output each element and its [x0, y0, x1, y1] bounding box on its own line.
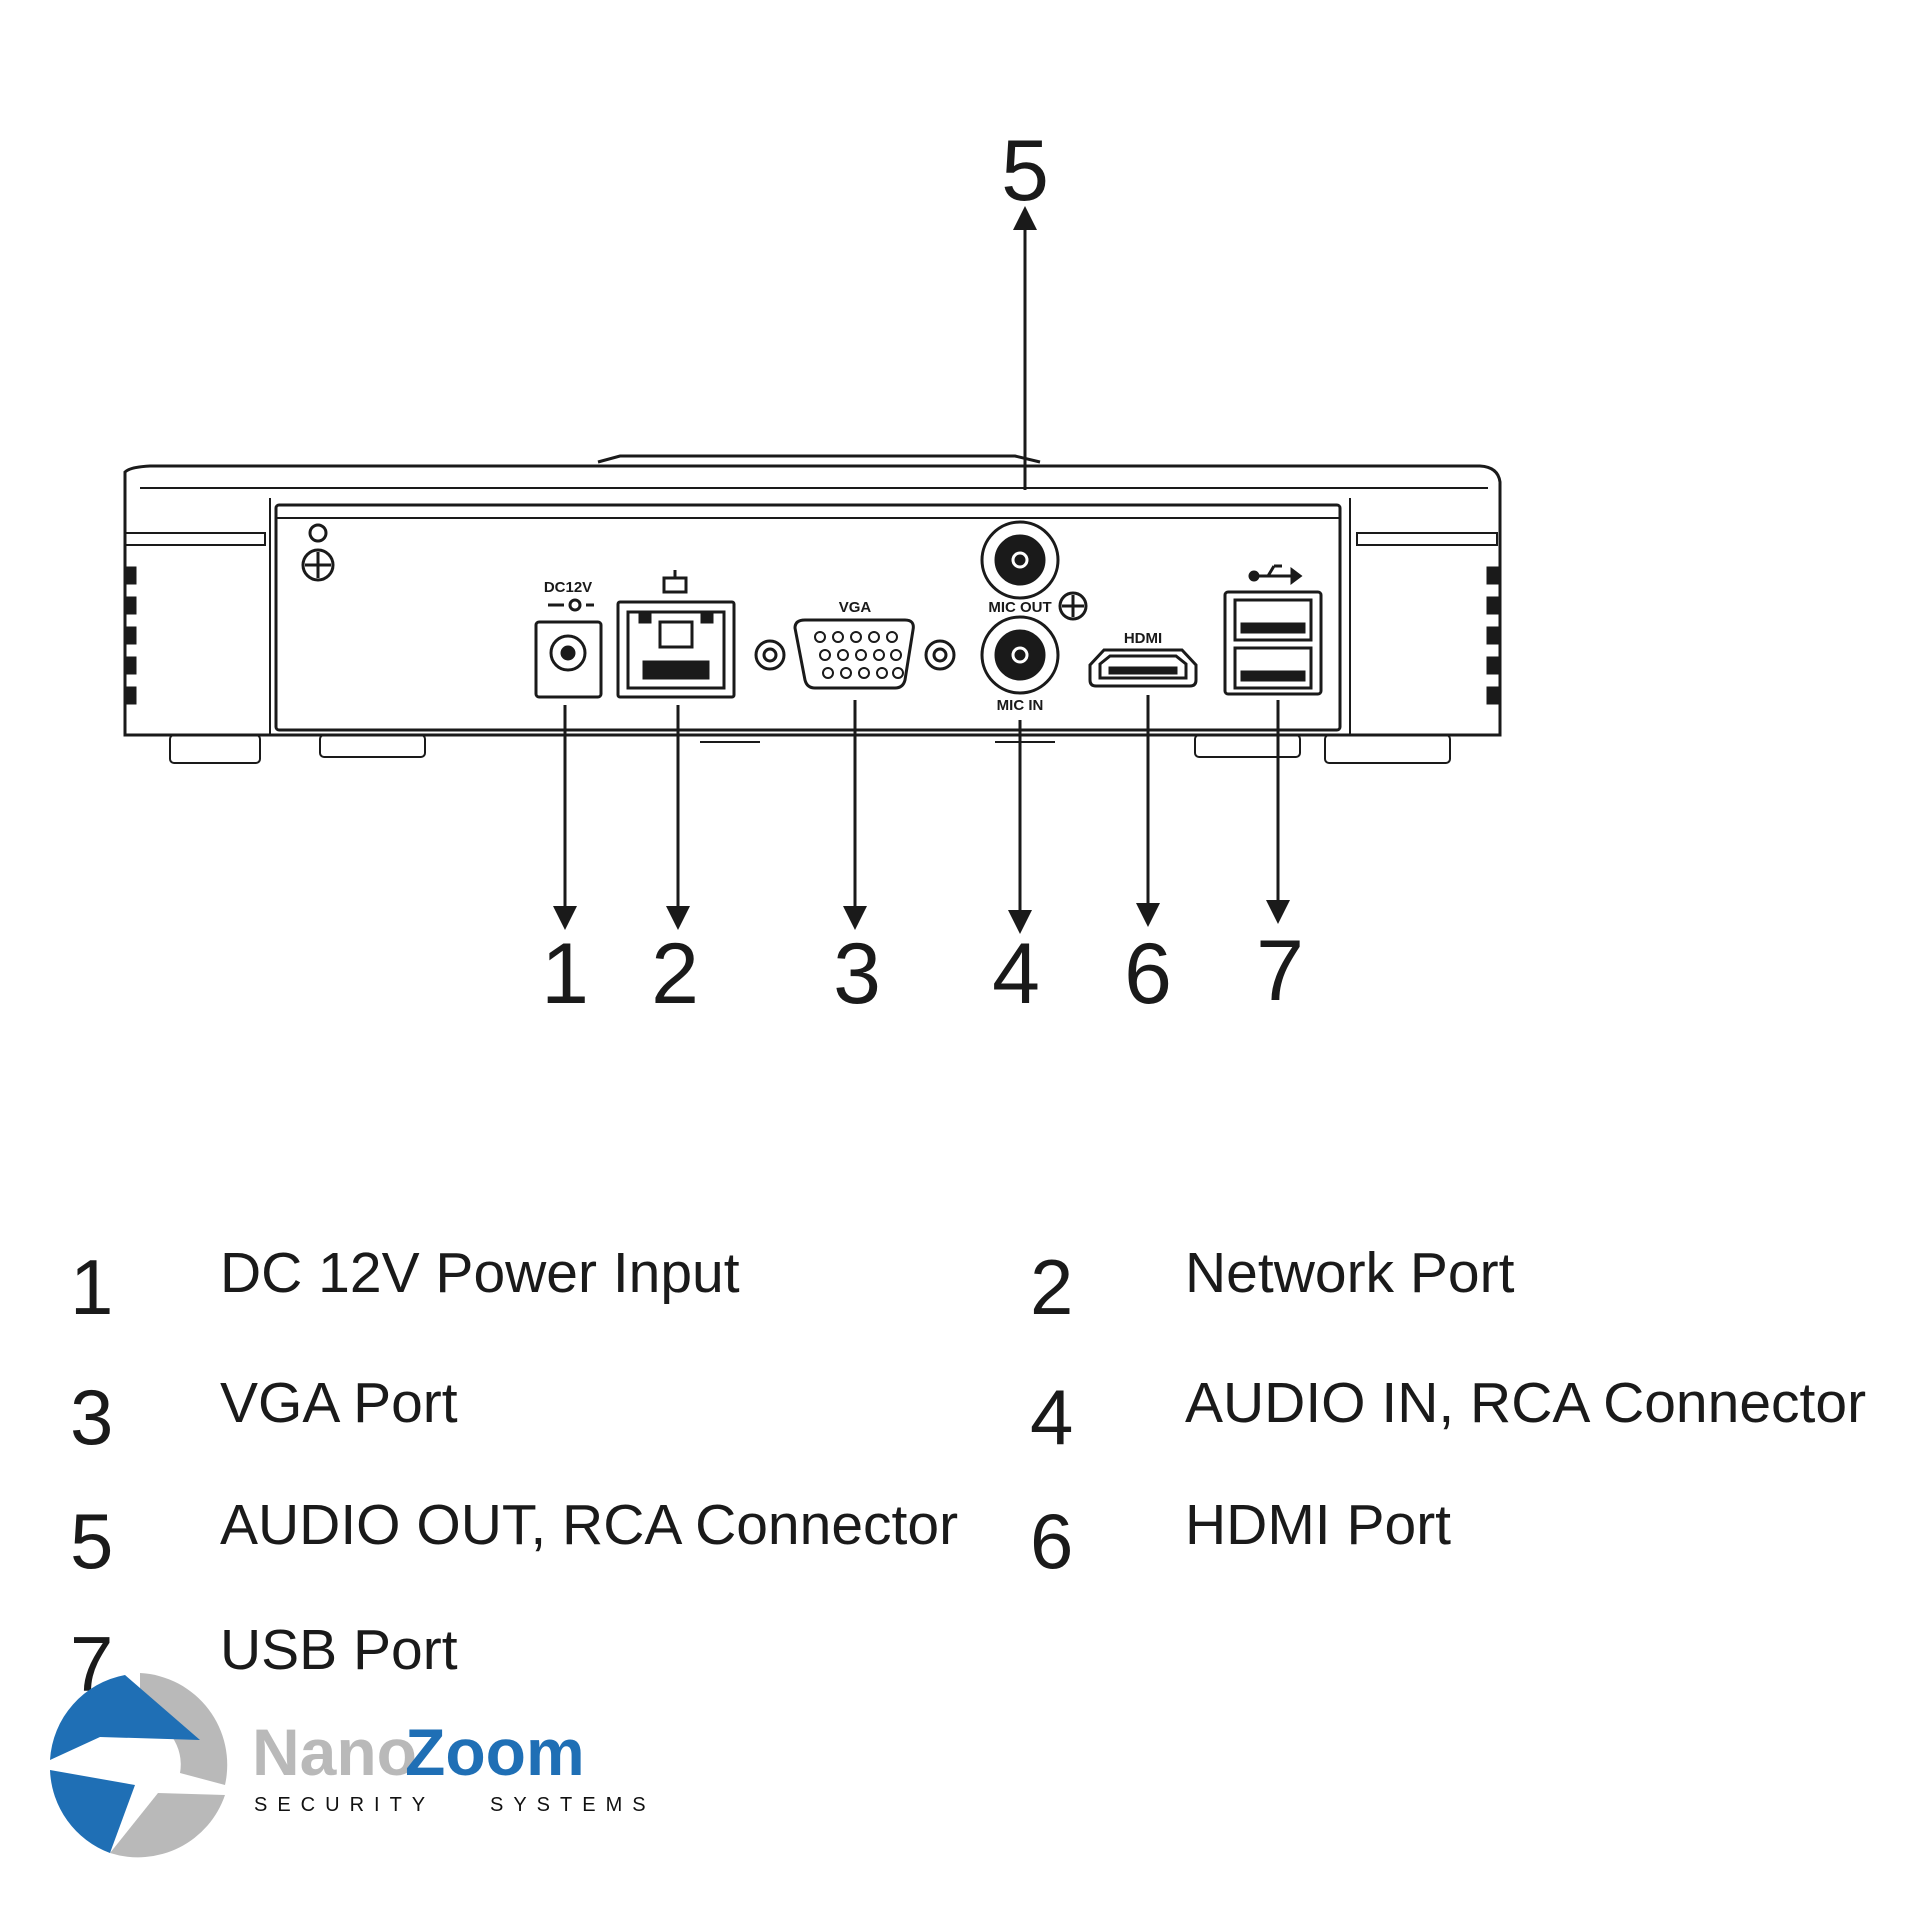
ground-screw-icon — [301, 523, 335, 582]
logo-word-zoom: Zoom — [405, 1715, 585, 1789]
dc-port-label: DC12V — [544, 579, 592, 596]
dc-power-jack — [534, 620, 603, 699]
legend-number: 2 — [1030, 1243, 1074, 1331]
legend-label: USB Port — [220, 1618, 458, 1682]
legend-label: Network Port — [1185, 1241, 1515, 1305]
screw-plus-icon — [1058, 591, 1088, 621]
audio-in-rca-connector — [980, 615, 1060, 695]
legend-label: DC 12V Power Input — [220, 1241, 740, 1305]
callout-7: 7 — [1256, 923, 1304, 1019]
mic-out-label: MIC OUT — [988, 599, 1051, 616]
logo-tagline-right: SYSTEMS — [490, 1794, 656, 1816]
logo-word-nano: Nano — [252, 1715, 417, 1789]
dc-polarity-icon — [548, 598, 594, 612]
callout-5: 5 — [1001, 123, 1049, 219]
callout-6: 6 — [1124, 926, 1172, 1022]
vga-port — [754, 618, 956, 690]
callout-3: 3 — [833, 926, 881, 1022]
callout-1: 1 — [541, 926, 589, 1022]
legend-label: AUDIO IN, RCA Connector — [1185, 1371, 1867, 1435]
legend-number: 3 — [70, 1373, 114, 1461]
callout-4: 4 — [992, 926, 1040, 1022]
hdmi-port — [1088, 648, 1198, 688]
usb-icon — [1248, 564, 1303, 585]
nanozoom-logo: Nano Zoom SECURITY SYSTEMS — [50, 1673, 656, 1858]
mic-in-label: MIC IN — [997, 697, 1044, 714]
legend-number: 6 — [1030, 1497, 1074, 1585]
audio-out-rca-connector — [980, 520, 1060, 600]
legend-number: 4 — [1030, 1373, 1074, 1461]
legend-label: AUDIO OUT, RCA Connector — [220, 1493, 959, 1557]
network-icon — [662, 570, 688, 594]
callout-2: 2 — [651, 926, 699, 1022]
nvr-chassis — [123, 454, 1502, 764]
logo-emblem-icon — [50, 1673, 228, 1858]
usb-ports — [1223, 590, 1323, 696]
device-rear-panel-diagram: DC12V VGA MIC OUT — [123, 123, 1502, 1022]
legend-number: 1 — [70, 1243, 114, 1331]
legend-label: VGA Port — [220, 1371, 458, 1435]
logo-tagline-left: SECURITY — [254, 1794, 435, 1816]
legend-label: HDMI Port — [1185, 1493, 1452, 1557]
callout-arrows — [553, 206, 1290, 934]
legend-number: 5 — [70, 1497, 114, 1585]
hdmi-port-label: HDMI — [1124, 630, 1162, 647]
vga-port-label: VGA — [839, 599, 872, 616]
network-port — [616, 600, 736, 699]
